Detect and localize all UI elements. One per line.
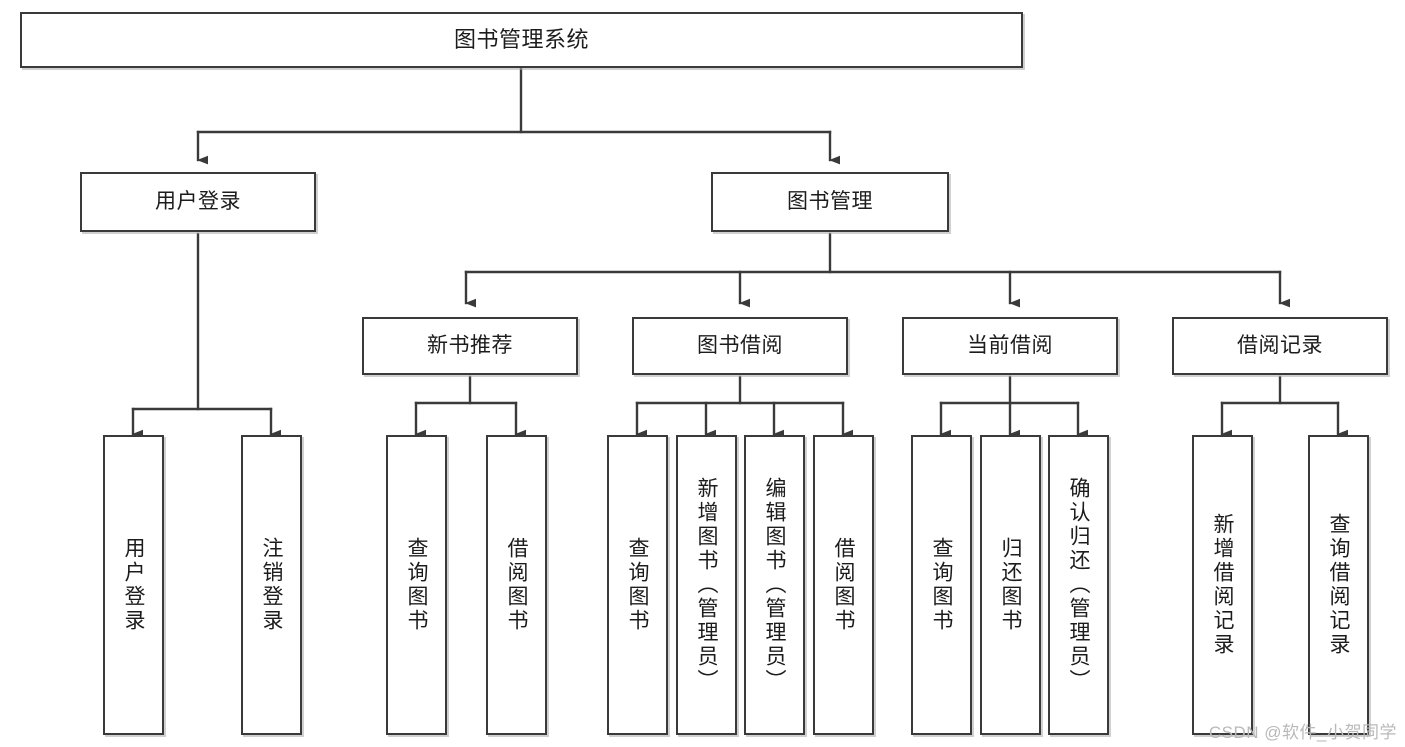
leaf-recommend-borrow-book[interactable]: 借阅图书 (486, 435, 547, 735)
node-label: 确认归还（管理员） (1067, 477, 1091, 693)
node-book-borrow[interactable]: 图书借阅 (632, 317, 848, 375)
node-label: 当前借阅 (967, 333, 1053, 357)
node-label: 借阅图书 (505, 537, 529, 633)
leaf-user-login-signout[interactable]: 注销登录 (241, 435, 302, 735)
node-label: 图书借阅 (697, 333, 783, 357)
node-label: 新增借阅记录 (1211, 513, 1235, 657)
node-new-book-recommend[interactable]: 新书推荐 (362, 317, 578, 375)
node-label: 用户登录 (155, 189, 241, 213)
node-label: 查询借阅记录 (1327, 513, 1351, 657)
node-label: 用户登录 (122, 537, 146, 633)
node-label: 查询图书 (626, 537, 650, 633)
node-current-borrow[interactable]: 当前借阅 (902, 317, 1118, 375)
node-label: 查询图书 (930, 537, 954, 633)
node-label: 新增图书（管理员） (695, 477, 719, 693)
node-label: 编辑图书（管理员） (763, 477, 787, 693)
leaf-borrow-edit-book-admin[interactable]: 编辑图书（管理员） (744, 435, 805, 735)
node-user-login[interactable]: 用户登录 (80, 172, 316, 232)
leaf-recommend-query-book[interactable]: 查询图书 (386, 435, 447, 735)
node-borrow-record[interactable]: 借阅记录 (1172, 317, 1388, 375)
leaf-current-query-book[interactable]: 查询图书 (911, 435, 972, 735)
node-label: 查询图书 (405, 537, 429, 633)
leaf-borrow-add-book-admin[interactable]: 新增图书（管理员） (676, 435, 737, 735)
node-label: 借阅图书 (832, 537, 856, 633)
node-label: 借阅记录 (1237, 333, 1323, 357)
node-root-system[interactable]: 图书管理系统 (20, 12, 1023, 68)
leaf-record-query-record[interactable]: 查询借阅记录 (1308, 435, 1369, 735)
leaf-user-login-signin[interactable]: 用户登录 (103, 435, 164, 735)
watermark-text: CSDN @软件_小贺同学 (1208, 723, 1397, 742)
leaf-current-confirm-return-admin[interactable]: 确认归还（管理员） (1048, 435, 1109, 735)
node-label: 新书推荐 (427, 333, 513, 357)
node-label: 图书管理系统 (453, 27, 589, 53)
node-label: 图书管理 (787, 189, 873, 213)
leaf-borrow-query-book[interactable]: 查询图书 (607, 435, 668, 735)
leaf-borrow-borrow-book[interactable]: 借阅图书 (813, 435, 874, 735)
node-label: 归还图书 (999, 537, 1023, 633)
node-book-management[interactable]: 图书管理 (711, 172, 949, 232)
node-label: 注销登录 (260, 537, 284, 633)
leaf-current-return-book[interactable]: 归还图书 (980, 435, 1041, 735)
leaf-record-add-record[interactable]: 新增借阅记录 (1192, 435, 1253, 735)
